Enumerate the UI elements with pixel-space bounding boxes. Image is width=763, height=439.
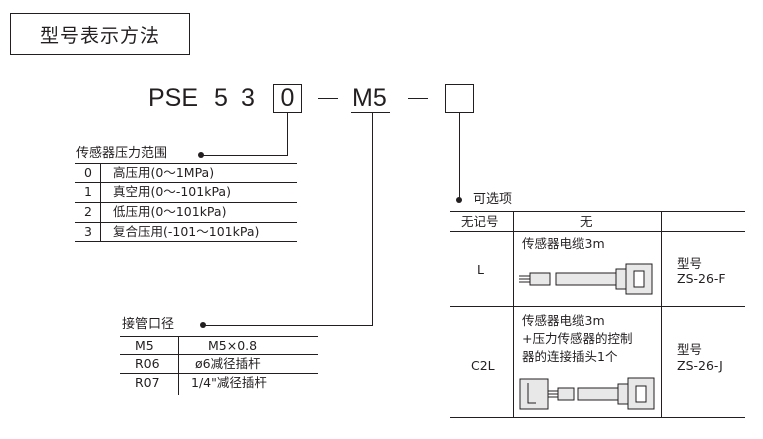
port-code: R07: [135, 375, 160, 390]
port-desc: ø6减径插杆: [195, 356, 261, 371]
pressure-leader-v: [287, 113, 288, 155]
row-line: [75, 202, 297, 203]
row-line: [450, 211, 745, 212]
port-leader-dot: [200, 322, 206, 328]
option-header-desc: 无: [580, 214, 593, 229]
row-line: [75, 222, 297, 223]
option-desc: 传感器电缆3m: [522, 313, 605, 328]
option-code: C2L: [471, 358, 495, 373]
row-line: [75, 241, 297, 242]
port-code: M5: [135, 338, 154, 353]
model-digit-1: 5: [214, 84, 228, 112]
port-leader-v: [372, 113, 373, 325]
pressure-desc: 真空用(0～-101kPa): [113, 184, 231, 199]
option-desc: +压力传感器的控制: [522, 331, 633, 346]
port-underline: [351, 112, 390, 113]
pressure-code: 0: [84, 165, 92, 180]
pressure-table-title: 传感器压力范围: [76, 146, 168, 161]
port-code: M5: [352, 84, 387, 112]
model-label: 型号: [677, 342, 703, 357]
option-code: L: [477, 262, 484, 277]
port-code: R06: [135, 356, 160, 371]
port-desc: 1/4"减径插杆: [191, 375, 267, 390]
row-line: [120, 336, 318, 337]
row-line: [120, 373, 318, 374]
option-code-box: [445, 84, 474, 113]
model-number: ZS-26-F: [677, 271, 726, 286]
page-title: 型号表示方法: [10, 13, 190, 55]
row-line: [120, 354, 318, 355]
port-leader-h: [203, 325, 373, 326]
row-line: [450, 306, 745, 307]
row-line: [75, 182, 297, 183]
dash-1: [318, 98, 338, 99]
option-header-code: 无记号: [461, 214, 499, 229]
pressure-code: 3: [84, 224, 92, 239]
port-table-title: 接管口径: [122, 317, 175, 332]
option-desc: 器的连接插头1个: [522, 349, 618, 364]
pressure-code: 1: [84, 184, 92, 199]
col-line: [100, 163, 101, 241]
row-line: [75, 163, 297, 164]
pressure-leader-h: [201, 155, 288, 156]
option-table-title: 可选项: [473, 192, 513, 207]
row-line: [450, 417, 745, 418]
pressure-code: 2: [84, 204, 92, 219]
model-prefix: PSE: [148, 84, 199, 112]
col-line: [513, 211, 514, 417]
sensor-cable-connector-illustration: [519, 377, 655, 410]
dash-2: [408, 98, 428, 99]
model-digit-2: 3: [241, 84, 255, 112]
option-leader-dot: [456, 197, 462, 203]
option-desc: 传感器电缆3m: [522, 236, 605, 251]
pressure-desc: 复合压用(-101～101kPa): [113, 224, 260, 239]
row-line: [450, 231, 745, 232]
col-line: [661, 211, 662, 417]
col-line: [178, 336, 179, 395]
model-number: ZS-26-J: [677, 358, 723, 373]
pressure-code-box: 0: [273, 84, 302, 113]
pressure-desc: 低压用(0～101kPa): [113, 204, 227, 219]
port-desc: M5×0.8: [208, 338, 258, 353]
sensor-cable-illustration: [519, 263, 653, 295]
pressure-desc: 高压用(0～1MPa): [113, 165, 215, 180]
model-label: 型号: [677, 256, 703, 271]
option-leader-v: [459, 113, 460, 200]
pressure-leader-dot: [198, 152, 204, 158]
